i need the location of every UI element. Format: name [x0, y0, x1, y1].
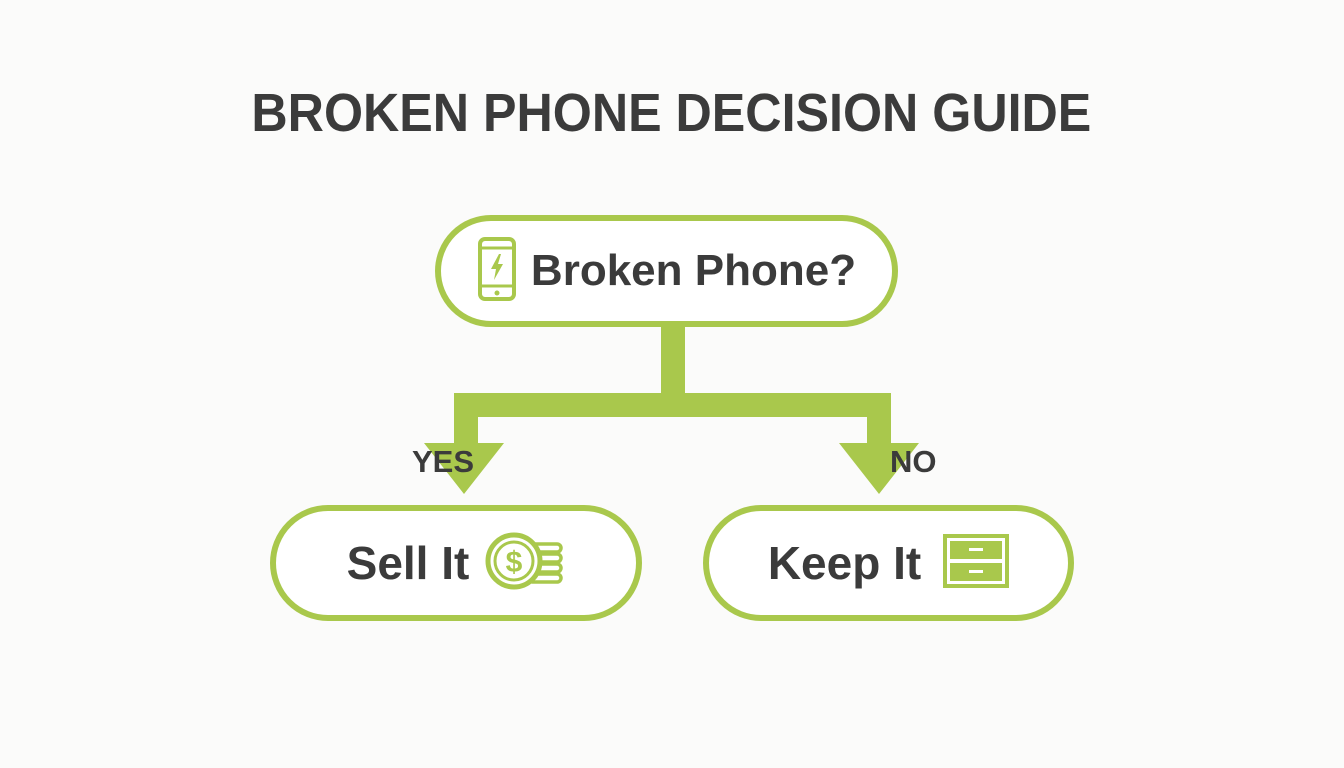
root-node: Broken Phone?: [435, 215, 898, 327]
crossbar-line: [454, 393, 891, 417]
sell-it-label: Sell It: [346, 537, 470, 589]
svg-text:$: $: [506, 546, 523, 579]
diagram-title: BROKEN PHONE DECISION GUIDE: [251, 83, 1092, 143]
no-arrowhead: [839, 443, 919, 494]
keep-it-node: Keep It: [703, 505, 1074, 621]
yes-arrowhead: [424, 443, 504, 494]
smartphone-charging-icon: [477, 236, 517, 307]
root-node-label: Broken Phone?: [530, 246, 857, 295]
coins-dollar-icon: $: [485, 530, 565, 597]
no-drop-line: [867, 393, 891, 445]
stem-line: [661, 325, 685, 395]
yes-branch-label: YES: [412, 444, 475, 479]
yes-drop-line: [454, 393, 478, 445]
no-branch-label: NO: [890, 444, 937, 479]
sell-it-node: Sell It $: [270, 505, 642, 621]
keep-it-label: Keep It: [767, 537, 922, 589]
drawer-cabinet-icon: [943, 533, 1010, 593]
